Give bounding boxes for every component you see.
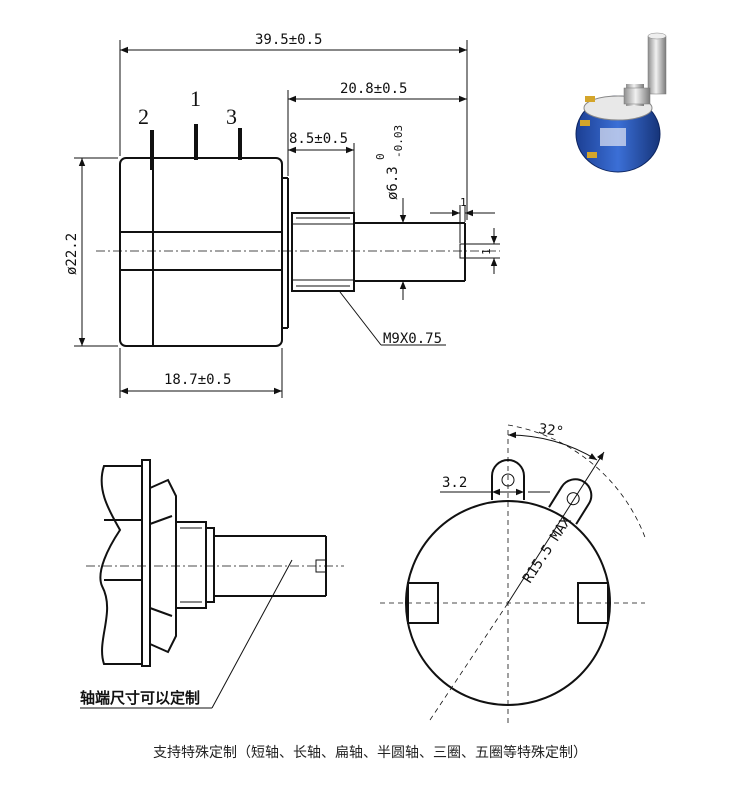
thread-callout	[339, 291, 446, 346]
dim-slot-depth	[466, 228, 500, 274]
pin-1-label: 1	[190, 86, 201, 111]
shaft-tol-lower: -0.03	[392, 125, 405, 158]
pin-3-label: 3	[226, 104, 237, 129]
dim-body-dia	[74, 157, 118, 347]
caption: 支持特殊定制（短轴、长轴、扁轴、半圆轴、三圈、五圈等特殊定制）	[153, 745, 587, 761]
lug-width-value: 3.2	[442, 475, 467, 491]
slot-width-value: 1	[460, 196, 467, 209]
body-length-value: 18.7±0.5	[164, 372, 231, 388]
thread-length-value: 8.5±0.5	[289, 131, 348, 147]
thread-value: M9X0.75	[383, 331, 442, 347]
dim-body-length	[119, 348, 283, 398]
dim-overall-length	[119, 40, 468, 220]
slot-depth-value: 1	[480, 248, 493, 255]
pin-2-label: 2	[138, 104, 149, 129]
shaft-length-value: 20.8±0.5	[340, 81, 407, 97]
shaft-tol-upper: 0	[374, 153, 387, 160]
side-view	[96, 124, 500, 347]
angle-value: 32°	[537, 421, 564, 440]
front-view	[380, 424, 647, 725]
radius-value: R15.5 MAX	[520, 513, 575, 586]
shaft-dia-value: ø6.3	[385, 166, 401, 200]
mount-view	[80, 459, 344, 709]
overall-length-value: 39.5±0.5	[255, 32, 322, 48]
custom-shaft-note: 轴端尺寸可以定制	[80, 689, 200, 707]
product-photo	[575, 32, 667, 173]
dim-slot-width	[430, 205, 495, 243]
dim-shaft-length	[287, 90, 467, 176]
dim-thread-length	[288, 143, 355, 212]
body-dia-value: ø22.2	[64, 233, 80, 275]
